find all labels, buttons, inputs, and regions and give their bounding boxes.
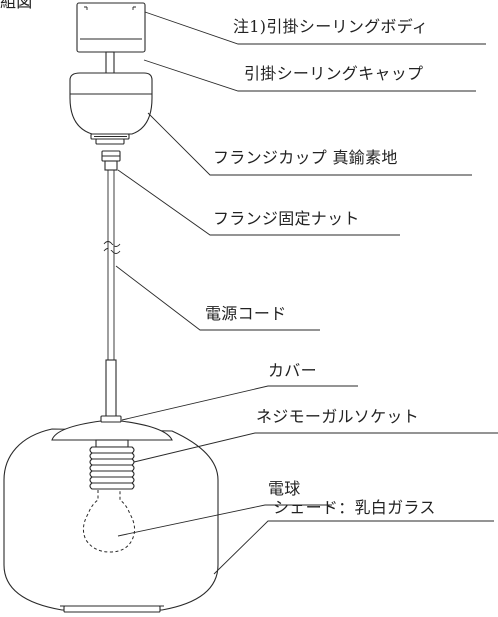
corner-caption: 組図 [0, 0, 33, 11]
cover [51, 420, 173, 441]
light-bulb [82, 490, 136, 553]
label-ceiling-body: 注1)引掛シーリングボディ [233, 17, 429, 36]
label-cover: カバー [268, 361, 317, 380]
ceiling-body [76, 2, 146, 53]
label-power-cord: 電源コード [205, 304, 287, 323]
leader-lines [115, 11, 498, 575]
label-flange-cup: フランジカップ 真鍮素地 [213, 148, 398, 167]
power-cord [103, 170, 121, 360]
flange-cup [90, 133, 130, 145]
label-ceiling-cap: 引掛シーリングキャップ [244, 64, 424, 83]
label-glass-shade: シェード：乳白ガラス [273, 498, 436, 517]
strain-tube [105, 359, 117, 419]
ceiling-cap [69, 72, 153, 135]
mogul-socket [89, 439, 135, 490]
label-mogul-socket: ネジモーガルソケット [256, 407, 420, 426]
hanger-stem [105, 51, 115, 76]
label-light-bulb: 電球 [268, 479, 301, 498]
label-flange-nut: フランジ固定ナット [213, 209, 360, 228]
flange-nut [101, 150, 121, 171]
